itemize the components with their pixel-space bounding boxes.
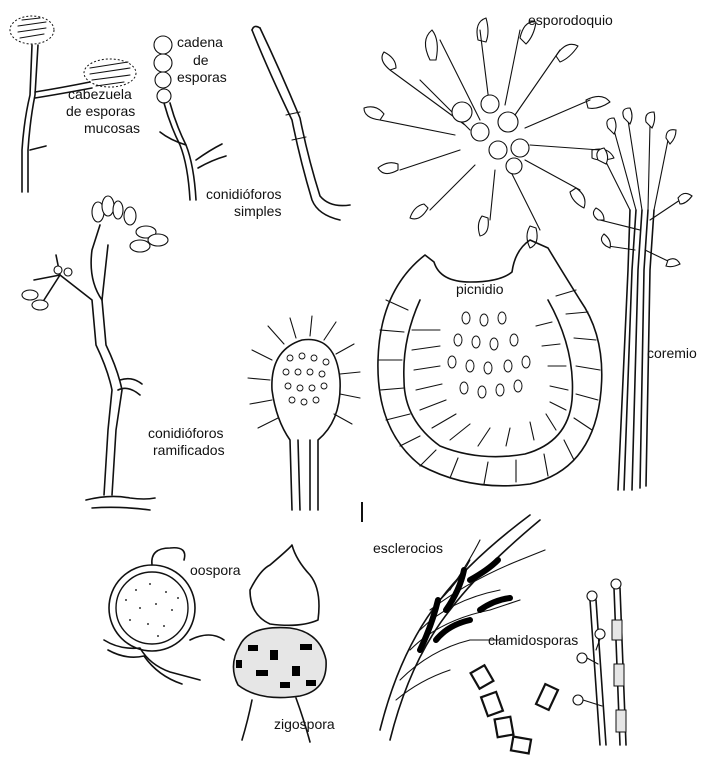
label-zigospora: zigospora xyxy=(274,716,335,733)
label-cadena-line1: cadena xyxy=(177,34,223,51)
label-ramificados-line1: conidióforos xyxy=(148,425,224,442)
label-ramificados-line2: ramificados xyxy=(153,442,225,459)
label-simples-line1: conidióforos xyxy=(206,186,282,203)
label-cabezuela-line2: de esporas xyxy=(66,103,135,120)
label-cadena-line3: esporas xyxy=(177,69,227,86)
label-picnidio: picnidio xyxy=(456,281,503,298)
vesicle-conidial-head xyxy=(248,316,360,510)
branched-conidiophore xyxy=(22,196,168,510)
label-clamidosporas: clamidosporas xyxy=(488,632,578,649)
label-cadena-line2: de xyxy=(193,52,209,69)
label-cabezuela-line3: mucosas xyxy=(84,120,140,137)
coremium xyxy=(593,108,692,490)
label-esclerocios: esclerocios xyxy=(373,540,443,557)
label-esporodoquio: esporodoquio xyxy=(528,12,613,29)
label-simples-line2: simples xyxy=(234,203,281,220)
sporodochium xyxy=(364,18,614,248)
zygospore xyxy=(233,545,326,742)
spore-chain-conidiophore xyxy=(154,36,226,200)
label-cabezuela-line1: cabezuela xyxy=(68,86,132,103)
pycnidium xyxy=(378,240,602,486)
label-oospora: oospora xyxy=(190,562,241,579)
label-coremio: coremio xyxy=(647,345,697,362)
